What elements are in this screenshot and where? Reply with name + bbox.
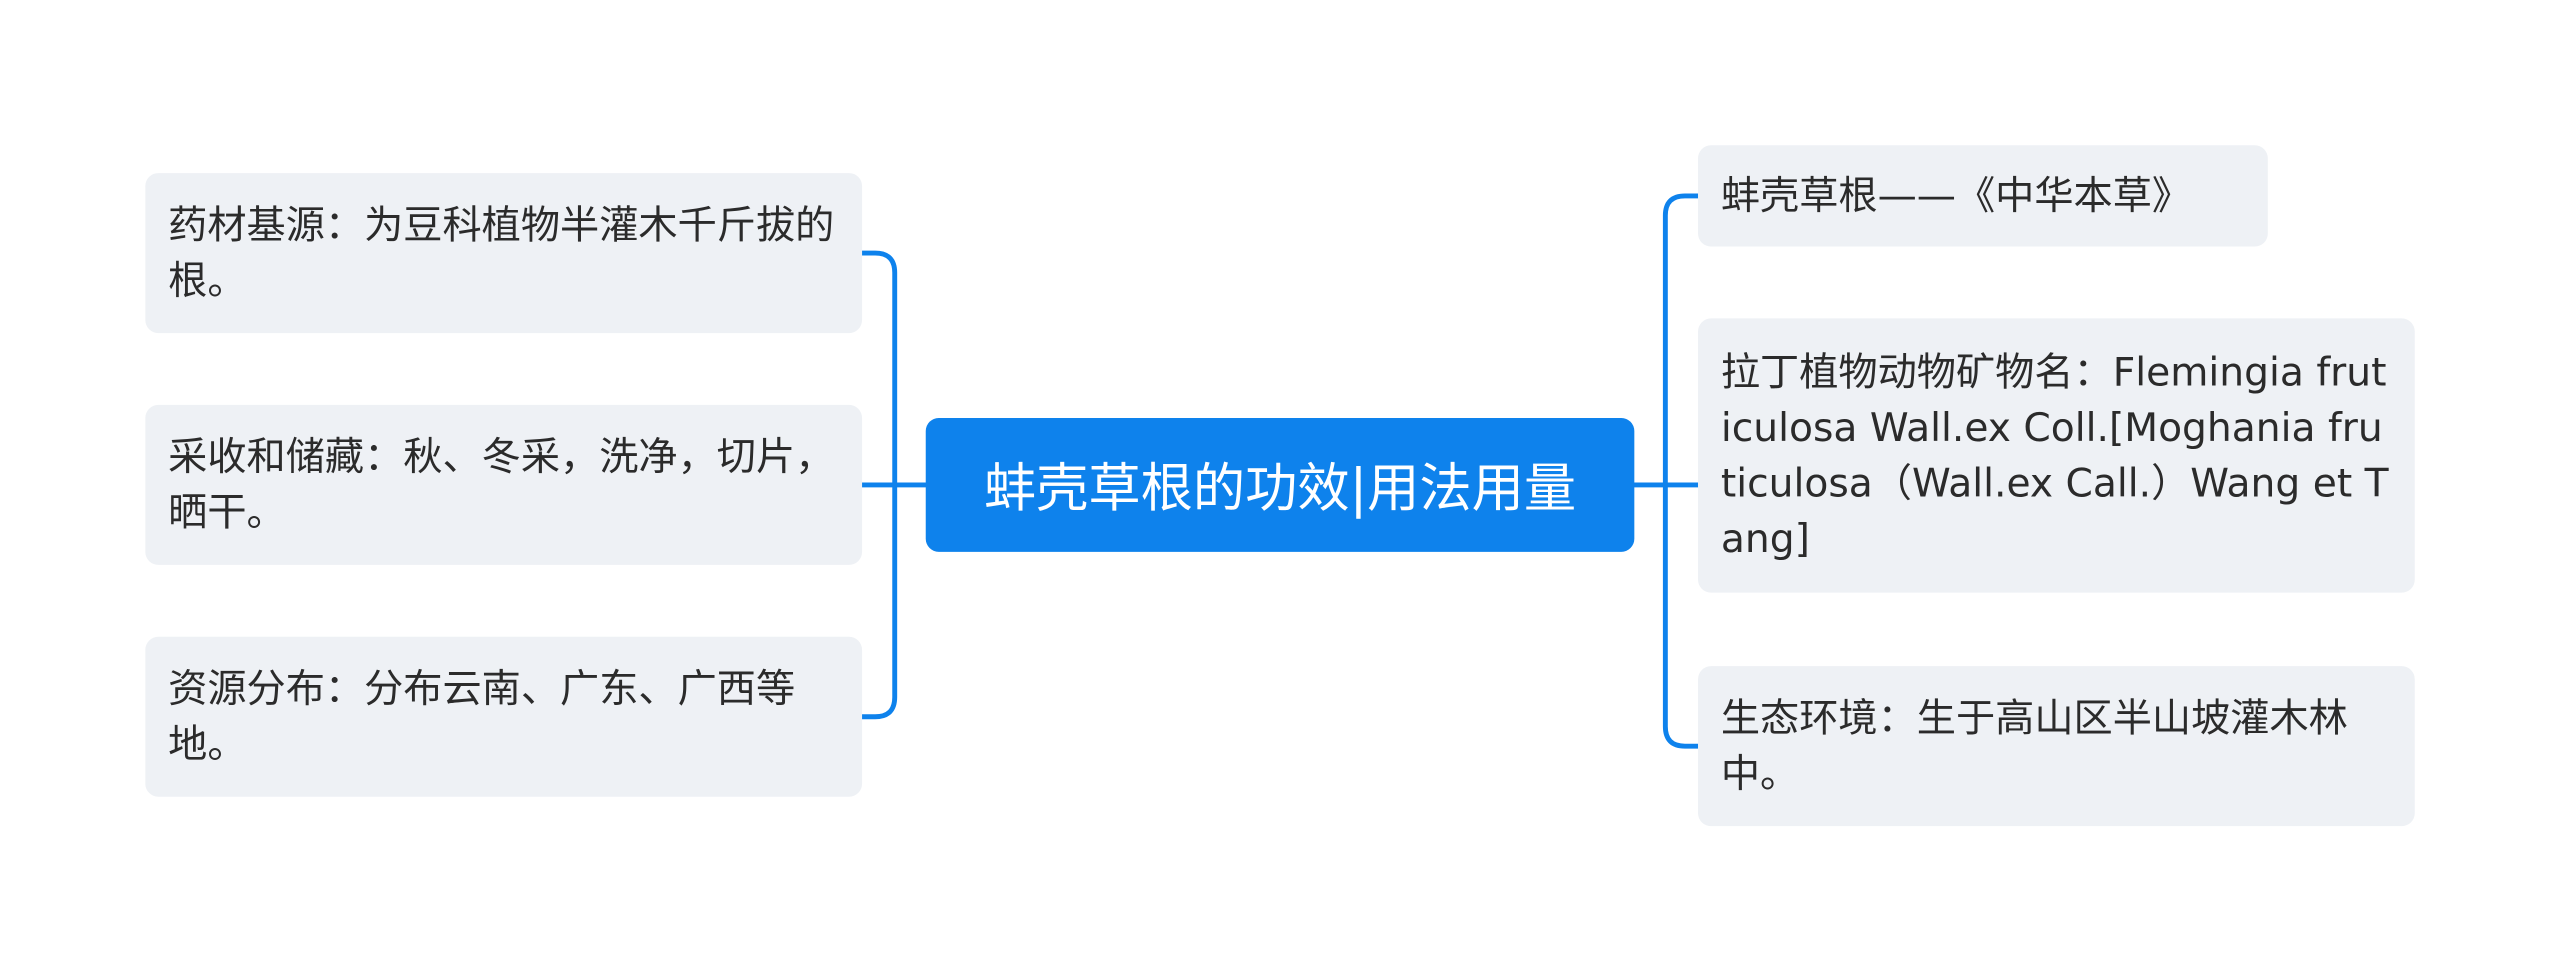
connector-left-1 [859,250,898,488]
topic-harvest-storage[interactable]: 采收和储藏：秋、冬采，洗净，切片，晒干。 [145,404,863,565]
central-topic[interactable]: 蚌壳草根的功效|用法用量 [925,417,1635,552]
topic-label: 采收和储藏：秋、冬采，洗净，切片，晒干。 [168,434,835,536]
topic-distribution[interactable]: 资源分布：分布云南、广东、广西等地。 [145,636,863,797]
topic-label: 生态环境：生于高山区半山坡灌木林中。 [1720,695,2348,797]
topic-label: 蚌壳草根——《中华本草》 [1720,173,2192,219]
topic-label: 药材基源：为豆科植物半灌木千斤拔的根。 [168,202,835,304]
topic-source[interactable]: 药材基源：为豆科植物半灌木千斤拔的根。 [145,173,863,334]
topic-label: 资源分布：分布云南、广东、广西等地。 [168,666,796,768]
topic-habitat[interactable]: 生态环境：生于高山区半山坡灌木林中。 [1698,666,2415,827]
topic-latin-name[interactable]: 拉丁植物动物矿物名：Flemingia fruticulosa Wall.ex … [1698,318,2415,593]
connector-right-1 [1662,193,1701,488]
connector-right-3 [1662,482,1701,749]
topic-reference[interactable]: 蚌壳草根——《中华本草》 [1698,145,2268,247]
connector-left-3 [859,482,898,720]
central-topic-label: 蚌壳草根的功效|用法用量 [983,457,1577,520]
topic-label: 拉丁植物动物矿物名：Flemingia fruticulosa Wall.ex … [1720,349,2389,562]
